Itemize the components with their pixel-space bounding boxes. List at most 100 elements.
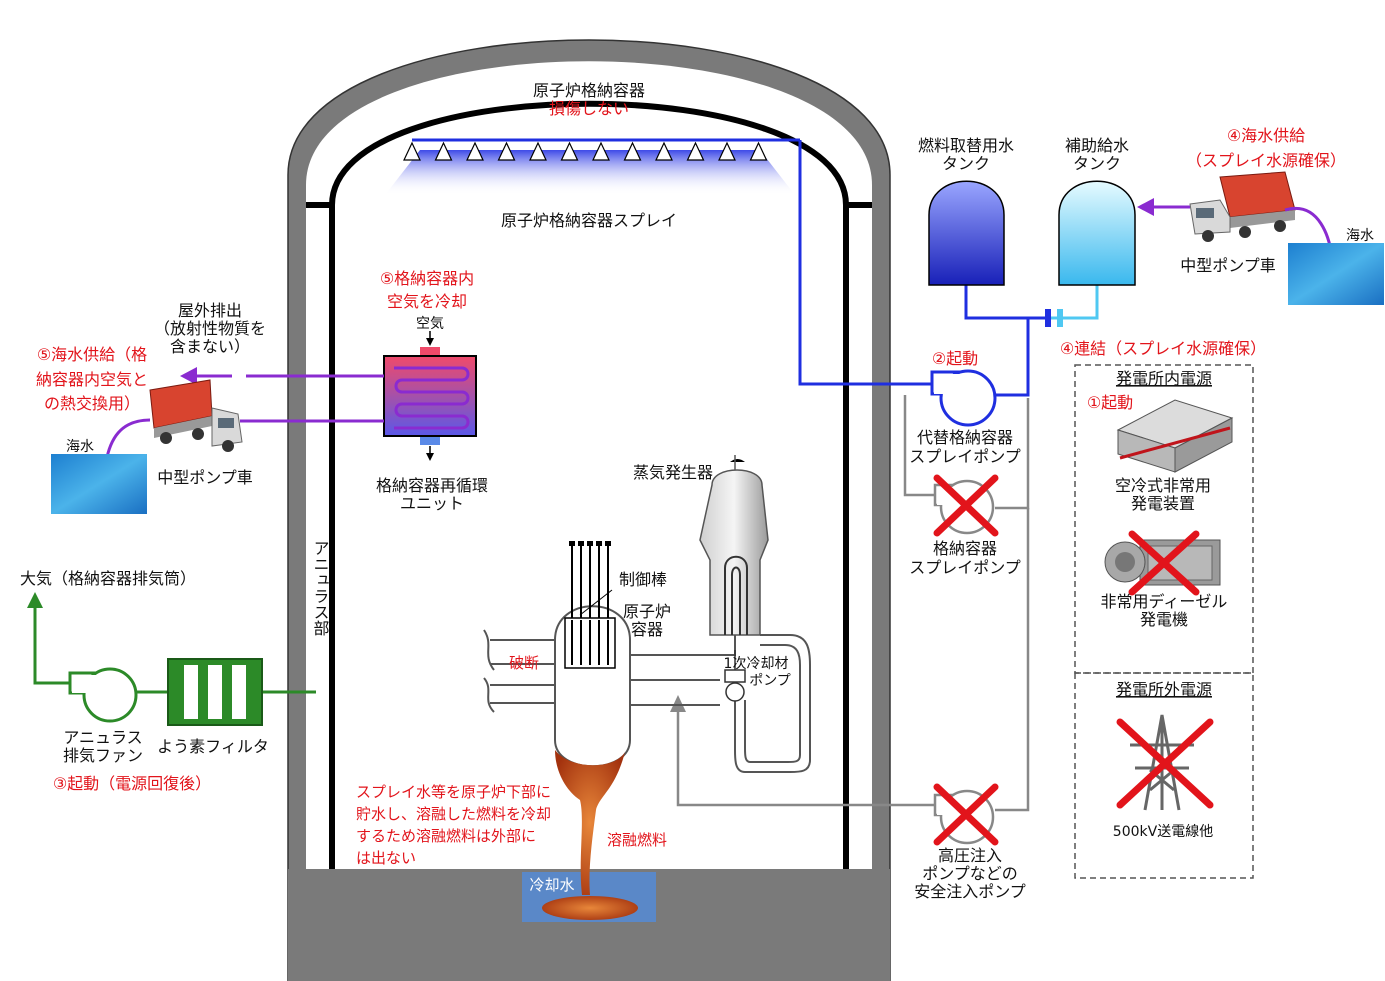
pump-truck-left-icon — [149, 379, 243, 452]
spray-nozzle — [466, 141, 484, 161]
spray-nozzle — [560, 141, 579, 161]
containment-title: 原子炉格納容器 — [533, 81, 645, 100]
iodine-filter-icon — [167, 658, 263, 726]
aircooled-generator-icon — [1116, 399, 1234, 473]
truck-label-right: 中型ポンプ車 — [1180, 256, 1276, 275]
spray-nozzle — [497, 141, 516, 161]
fan-restart-label: ③起動（電源回復後） — [53, 774, 211, 793]
alt-pump-label-1: 代替格納容器 — [917, 428, 1013, 447]
aux-feed-tank — [1058, 180, 1136, 286]
hx-purple-pipes — [195, 374, 384, 423]
annulus-label: アニュラス部 — [311, 540, 330, 636]
sea-supply-hx-2: 納容器内空気と — [36, 370, 148, 389]
spray-nozzle — [529, 141, 547, 161]
spray-nozzle — [718, 141, 736, 161]
note-line-3: するため溶融燃料は外部に — [356, 827, 536, 845]
aux-tank-label-1: 補助給水 — [1065, 136, 1129, 155]
failed-mark-offsite — [1116, 718, 1214, 809]
break-label: 破断 — [509, 654, 539, 672]
onsite-power-title: 発電所内電源 — [1116, 369, 1212, 388]
diesel-label-2: 発電機 — [1140, 610, 1188, 629]
aux-tank-label-2: タンク — [1073, 154, 1121, 173]
seawater-icon — [1288, 243, 1384, 305]
vessel-leader — [579, 589, 613, 616]
spray-nozzle — [655, 141, 673, 161]
spray-nozzle — [749, 141, 768, 161]
offsite-power-title: 発電所外電源 — [1116, 680, 1212, 699]
supply-arrow-head — [1137, 198, 1154, 216]
connect-label: ④連結（スプレイ水源確保） — [1060, 339, 1266, 358]
rcp-label-2: ポンプ — [749, 673, 791, 689]
alt-spray-pump-icon — [930, 369, 997, 427]
rod-heads — [569, 541, 611, 546]
recirc-unit-icon — [383, 347, 477, 445]
sea-supply-spray-title: ④海水供給 — [1227, 126, 1305, 145]
molten-fuel — [542, 750, 638, 920]
failed-mark-cv-pump — [933, 474, 999, 537]
atmosphere-label: 大気（格納容器排気筒） — [20, 569, 196, 588]
cooling-water-label: 冷却水 — [529, 876, 574, 894]
alt-pump-label-2: スプレイポンプ — [909, 447, 1021, 466]
recirc-title-2: 空気を冷却 — [387, 292, 467, 311]
exhaust-arrow-head — [180, 367, 197, 385]
si-pump-label-2: ポンプなどの — [922, 864, 1018, 883]
containment-building — [287, 39, 891, 981]
onsite-start-label: ①起動 — [1087, 393, 1133, 412]
cv-pump-label-2: スプレイポンプ — [909, 558, 1021, 577]
sea-supply-spray-subtitle: （スプレイ水源確保） — [1186, 151, 1346, 170]
gray-bypass-pipe — [676, 395, 1030, 812]
rcp-icon — [724, 650, 746, 702]
control-rod-label: 制御棒 — [619, 570, 667, 589]
note-line-2: 貯水し、溶融した燃料を冷却 — [356, 805, 551, 823]
vessel-label-1: 原子炉 — [623, 602, 671, 621]
aircooled-label-2: 発電装置 — [1131, 494, 1195, 513]
containment-status: 損傷しない — [549, 99, 629, 118]
control-rods — [564, 545, 616, 669]
spray-nozzle — [686, 141, 705, 161]
spray-nozzle — [403, 141, 421, 161]
vessel-label-2: 容器 — [631, 620, 663, 639]
offsite-line-label: 500kV送電線他 — [1113, 824, 1213, 840]
melt-label: 溶融燃料 — [607, 831, 667, 849]
fuel-tank-label-1: 燃料取替用水 — [918, 136, 1014, 155]
air-label: 空気 — [416, 316, 444, 332]
atmosphere-arrow-head — [27, 592, 43, 608]
steam-generator — [699, 455, 769, 636]
seawater-left-icon — [51, 454, 147, 514]
alt-pump-start-label: ②起動 — [932, 349, 978, 368]
failed-mark-si-pump — [933, 783, 999, 846]
fan-label-2: 排気ファン — [63, 746, 143, 765]
seawater-label-right: 海水 — [1346, 228, 1374, 244]
outdoor-exhaust-3: 含まない） — [170, 337, 250, 356]
spray-supply-pipe — [798, 140, 1045, 397]
spray-label: 原子炉格納容器スプレイ — [501, 211, 677, 230]
onsite-power-box — [1074, 364, 1254, 674]
offsite-power-box — [1074, 672, 1254, 879]
si-pump-label-1: 高圧注入 — [938, 846, 1002, 865]
fuel-tank-label-2: タンク — [942, 154, 990, 173]
outdoor-exhaust-2: （放射性物質を — [154, 319, 266, 338]
diesel-label-1: 非常用ディーゼル — [1101, 592, 1228, 611]
recirc-title-1: ⑤格納容器内 — [380, 269, 474, 288]
spray-nozzle — [623, 141, 642, 161]
spray-nozzle — [434, 141, 453, 161]
note-line-4: は出ない — [356, 849, 416, 867]
fan-label-1: アニュラス — [63, 728, 142, 747]
aux-tank-pipe — [1063, 285, 1099, 320]
truck-label-left: 中型ポンプ車 — [157, 468, 253, 487]
cv-pump-label-1: 格納容器 — [933, 539, 997, 558]
recirc-unit-label-1: 格納容器再循環 — [376, 476, 488, 495]
outdoor-exhaust-1: 屋外排出 — [178, 301, 242, 320]
annulus-exhaust-line — [33, 605, 316, 694]
pump-truck-icon — [1189, 171, 1296, 242]
fuel-water-tank — [928, 180, 1005, 286]
sea-supply-hx-3: の熱交換用） — [44, 394, 140, 413]
annulus-fan-icon — [68, 667, 138, 723]
note-line-1: スプレイ水等を原子炉下部に — [356, 783, 551, 801]
spray-nozzle — [592, 141, 610, 161]
seawater-label-left: 海水 — [66, 439, 94, 455]
filter-label: よう素フィルタ — [157, 737, 269, 756]
sg-label: 蒸気発生器 — [633, 463, 713, 482]
injection-arrow — [670, 695, 686, 712]
